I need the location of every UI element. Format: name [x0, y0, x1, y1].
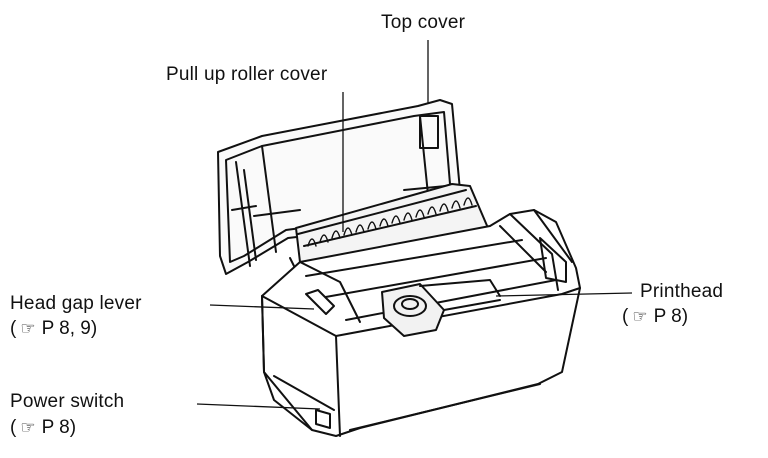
pointing-hand-icon: ☞: [632, 307, 648, 326]
leader-line-head-gap-lever: [209, 304, 315, 310]
pointing-hand-icon: ☞: [20, 319, 36, 338]
head-gap-lever-ref: (☞P 8, 9): [10, 318, 98, 339]
printhead-illustration: [381, 279, 501, 337]
power-switch-label: Power switch: [10, 391, 125, 412]
leader-line-power-switch: [196, 403, 321, 410]
printhead-ref-text: P 8: [653, 306, 682, 327]
pull-up-roller-cover-label: Pull up roller cover: [166, 64, 328, 85]
printhead-label: Printhead: [640, 281, 724, 302]
pointing-hand-icon: ☞: [20, 418, 36, 437]
power-switch-ref-text: P 8): [41, 417, 77, 438]
leader-line-printhead: [495, 292, 633, 297]
head-gap-lever-illustration: [305, 289, 335, 315]
top-cover-label: Top cover: [381, 12, 466, 33]
top-cover-illustration: [217, 99, 463, 275]
power-switch-ref: (☞P 8): [10, 417, 77, 438]
head-gap-lever-label: Head gap lever: [10, 293, 142, 314]
head-gap-lever-ref-text: P 8, 9: [41, 318, 91, 339]
printhead-ref: (☞P 8): [622, 306, 689, 327]
